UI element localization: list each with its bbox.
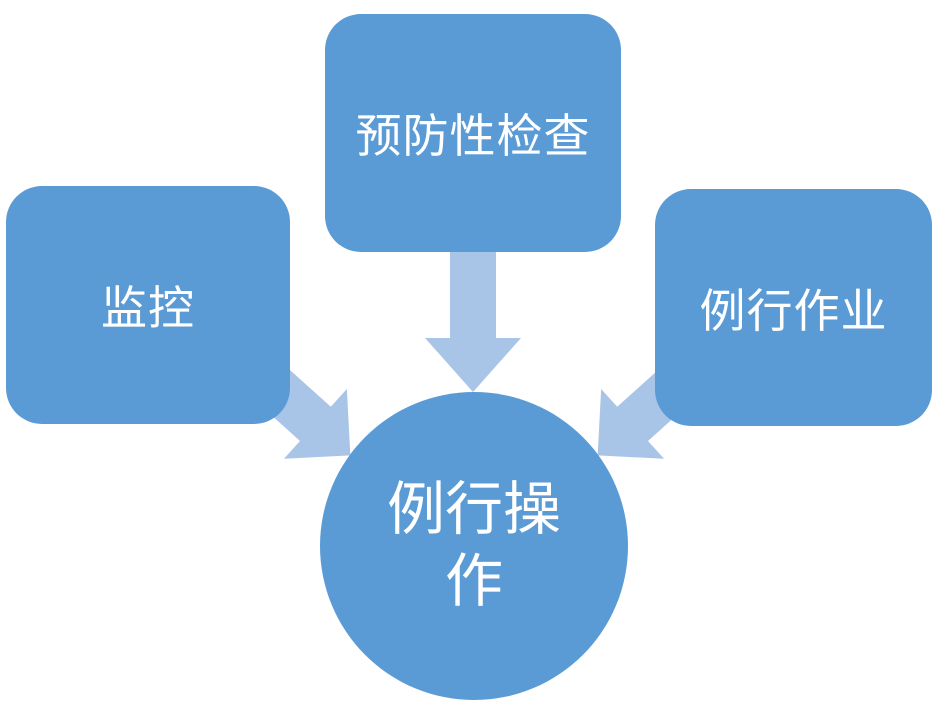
node-monitoring-label: 监控: [101, 283, 195, 334]
arrow-top-to-center-icon: [425, 250, 521, 392]
node-routine-work: 例行作业: [655, 189, 932, 426]
node-routine-operation-label: 例行操作: [386, 476, 561, 615]
node-routine-work-label: 例行作业: [699, 285, 888, 337]
node-routine-operation: 例行操作: [320, 392, 628, 700]
node-monitoring: 监控: [6, 186, 290, 424]
node-preventive-inspection: 预防性检查: [325, 14, 621, 252]
node-preventive-inspection-label: 预防性检查: [355, 111, 591, 162]
